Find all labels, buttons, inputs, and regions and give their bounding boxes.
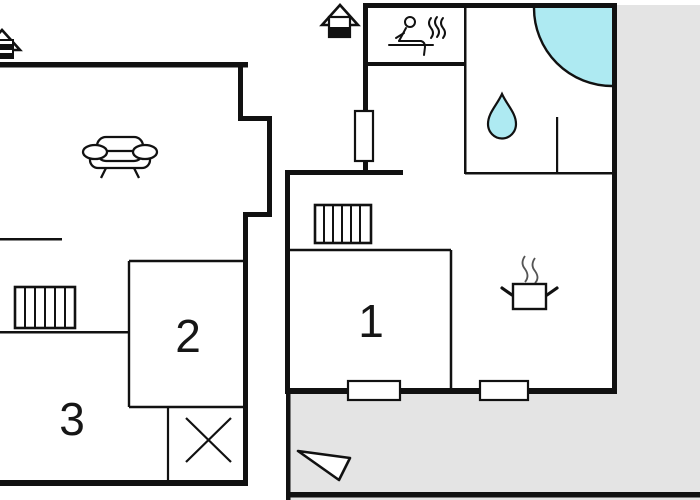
stove-pot-icon xyxy=(500,255,559,311)
window-marker-left-wall xyxy=(353,109,375,163)
left-building-walls xyxy=(0,62,272,486)
radiator-icon-right-building xyxy=(313,203,373,245)
terrace-area xyxy=(286,5,700,500)
shower-corner-icon xyxy=(532,7,613,88)
window-marker-bottom-wall-1 xyxy=(346,379,402,402)
water-drop-icon xyxy=(486,91,518,140)
sofa-icon xyxy=(81,135,159,179)
north-arrow-icon xyxy=(296,449,352,482)
cross-room-partition xyxy=(166,407,232,481)
sauna-person-icon xyxy=(388,16,446,56)
room-2-partition xyxy=(127,259,243,409)
room-2-label: 2 xyxy=(175,310,201,362)
cross-marker xyxy=(185,417,232,463)
house-icon-right-building xyxy=(319,3,361,39)
right-building-walls xyxy=(285,3,617,394)
room-3-label: 3 xyxy=(59,393,85,445)
room-1-label: 1 xyxy=(358,295,384,347)
window-marker-bottom-wall-2 xyxy=(478,379,530,402)
room-1-partition xyxy=(290,248,453,389)
radiator-icon-left-building xyxy=(13,285,77,330)
house-icon-left-building xyxy=(0,28,23,59)
